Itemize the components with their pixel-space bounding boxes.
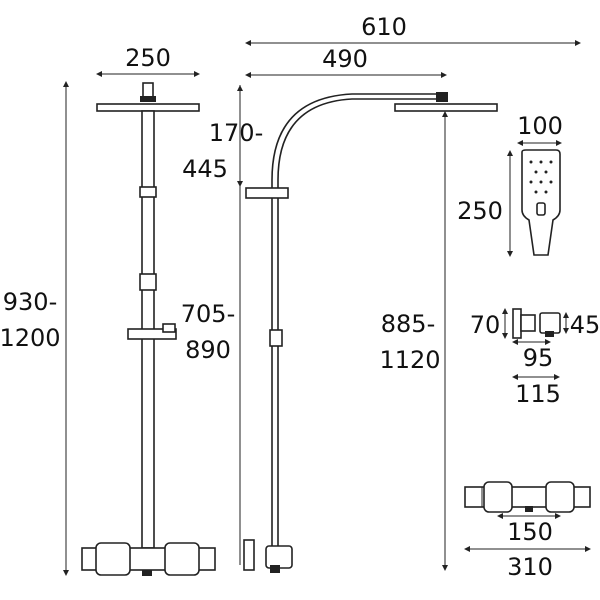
- side-view: 610 490 885- 1120: [237, 13, 581, 573]
- dim-arm-projection: 490: [322, 45, 368, 73]
- dim-slider-to-holder-1: 705-: [181, 300, 235, 328]
- dim-valve-width: 310: [507, 553, 553, 581]
- front-collar-1: [139, 186, 157, 198]
- side-elbow: [265, 545, 293, 569]
- head-nut: [140, 96, 156, 102]
- side-valve-backplate: [243, 539, 255, 571]
- dim-elbow-backplate: 70: [470, 311, 501, 339]
- dim-head-to-slider-1: 170-: [209, 119, 263, 147]
- dim-valve-centres: 150: [507, 518, 553, 546]
- dim-elbow-body: 45: [570, 311, 600, 339]
- head-connector: [142, 82, 154, 98]
- front-valve-handle-left: [95, 542, 131, 576]
- front-collar-2: [139, 273, 157, 291]
- side-wall-bracket: [245, 187, 289, 199]
- dim-overall-height-1: 930-: [3, 288, 57, 316]
- valve-handle-left: [483, 481, 513, 513]
- elbow-detail: 70 45 95 115: [470, 308, 600, 408]
- handset-nozzles: [529, 160, 553, 194]
- dim-head-to-slider-2: 445: [182, 155, 228, 183]
- dim-arm-total-projection: 610: [361, 13, 407, 41]
- front-valve-handle-right: [164, 542, 200, 576]
- dim-elbow-depth-outer: 115: [515, 380, 561, 408]
- front-shower-head: [96, 103, 200, 112]
- dim-front-head-width: 250: [125, 44, 171, 72]
- side-elbow-outlet: [270, 565, 280, 573]
- side-head-connector: [436, 92, 448, 102]
- dim-handset-width: 100: [517, 112, 563, 140]
- dim-slider-to-holder-2: 890: [185, 336, 231, 364]
- dim-head-height-side-2: 1120: [379, 346, 440, 374]
- front-view: 250 930- 1200 170- 445 705- 890: [0, 44, 263, 576]
- elbow-body: [539, 312, 561, 334]
- dim-elbow-depth-inner: 95: [523, 344, 554, 372]
- side-shower-head: [394, 103, 498, 112]
- elbow-nut: [520, 314, 536, 332]
- handset-button: [536, 202, 546, 216]
- side-handset-holder: [269, 329, 283, 347]
- front-handset-holder: [127, 328, 177, 340]
- front-valve-outlet: [142, 570, 152, 576]
- handset-detail: 100 250: [457, 112, 563, 257]
- elbow-backplate: [512, 308, 522, 339]
- dim-handset-length: 250: [457, 197, 503, 225]
- valve-handle-right: [545, 481, 575, 513]
- dim-head-height-side-1: 885-: [381, 310, 435, 338]
- valve-detail: 150 310: [464, 481, 591, 581]
- front-holder-cradle: [162, 323, 176, 333]
- elbow-outlet: [545, 331, 554, 337]
- dim-overall-height-2: 1200: [0, 324, 61, 352]
- valve-outlet: [525, 506, 533, 512]
